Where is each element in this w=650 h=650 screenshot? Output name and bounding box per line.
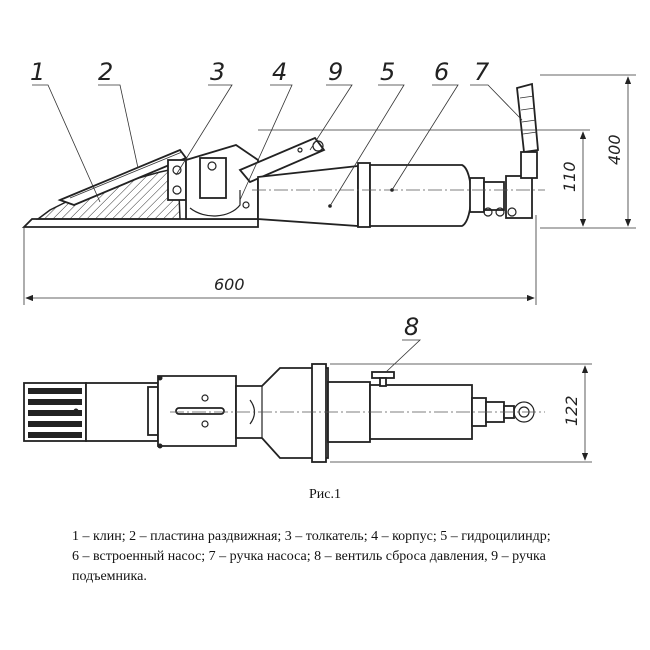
figure-caption: Рис.1 <box>309 487 341 502</box>
leader-8 <box>385 339 422 373</box>
label-7: 7 <box>474 58 490 86</box>
dim-total-height-label: 400 <box>605 134 624 165</box>
top-cross-bar <box>311 363 327 463</box>
label-3: 3 <box>210 58 225 86</box>
top-housing <box>235 367 329 459</box>
base-plate <box>21 218 259 228</box>
label-8: 8 <box>404 313 419 341</box>
dim-heights <box>258 74 636 229</box>
release-valve-stem <box>379 377 387 387</box>
pump-handle-grip <box>516 82 539 154</box>
hydraulic-cylinder <box>257 164 359 227</box>
pump-valve-block <box>483 181 505 211</box>
legend-line: подъемника. <box>72 569 147 584</box>
pump-handle-shaft <box>520 151 538 179</box>
lift-handle <box>238 136 326 184</box>
dim-width-label: 122 <box>562 395 581 426</box>
figure-legend: 1 – клин; 2 – пластина раздвижная; 3 – т… <box>72 527 632 587</box>
housing-pin-block <box>199 157 227 199</box>
wedge <box>35 167 181 220</box>
side-view <box>21 82 545 228</box>
legend-line: 6 – встроенный насос; 7 – ручка насоса; … <box>72 549 546 564</box>
label-1: 1 <box>30 58 45 86</box>
dim-length-label: 600 <box>214 275 245 294</box>
side-leaders <box>32 84 523 207</box>
legend-line: 1 – клин; 2 – пластина раздвижная; 3 – т… <box>72 529 551 544</box>
top-slot <box>175 407 225 415</box>
sliding-plate <box>57 148 188 206</box>
label-6: 6 <box>434 58 449 86</box>
label-4: 4 <box>272 58 287 86</box>
top-view <box>23 363 545 463</box>
top-body <box>85 382 159 442</box>
label-2: 2 <box>98 58 113 86</box>
pump-neck <box>469 177 485 213</box>
label-5: 5 <box>380 58 395 86</box>
built-in-pump <box>369 164 472 227</box>
dim-body-height-label: 110 <box>560 161 579 192</box>
label-9: 9 <box>328 58 343 86</box>
pump-head <box>505 175 533 219</box>
dim-width <box>330 363 592 463</box>
top-body-rib <box>147 386 159 436</box>
dim-length <box>23 215 537 305</box>
cylinder-collar <box>357 162 371 228</box>
